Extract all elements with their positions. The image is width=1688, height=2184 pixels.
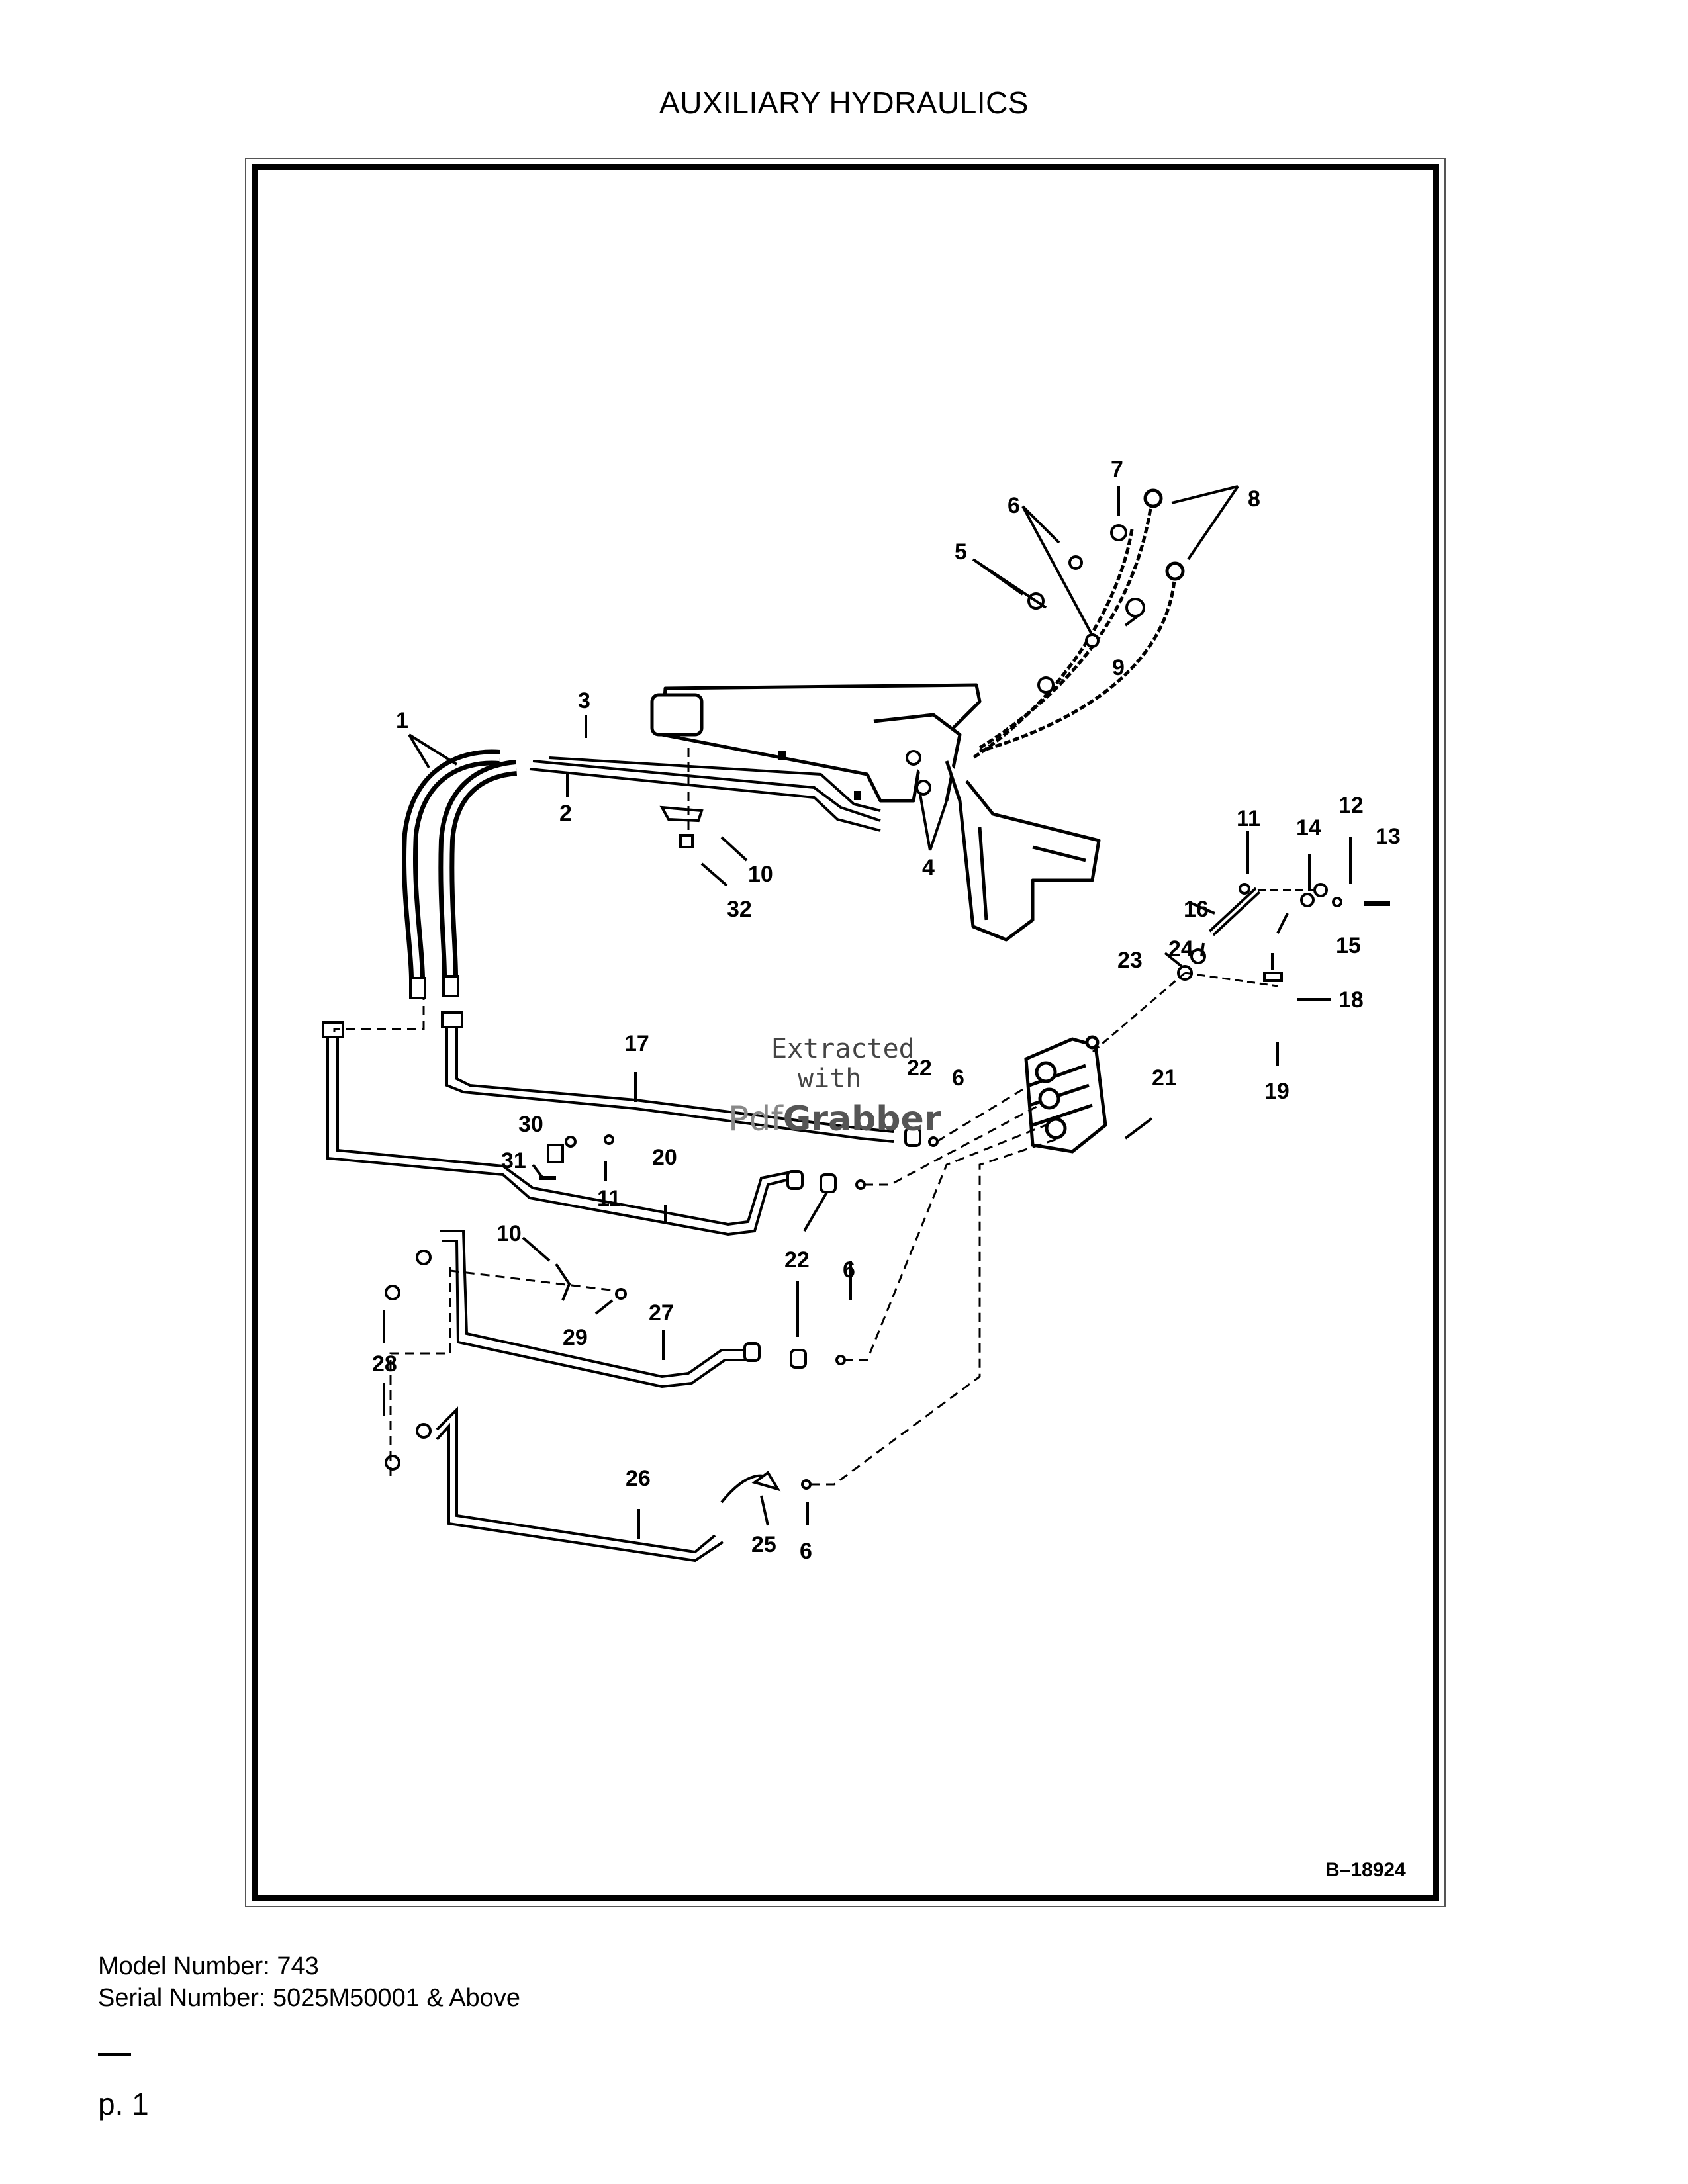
callout-25: 25 <box>751 1532 776 1557</box>
model-number: Model Number: 743 <box>98 1952 319 1980</box>
callout-22b: 22 <box>784 1248 810 1273</box>
callout-24: 24 <box>1168 936 1194 962</box>
callout-10b: 10 <box>496 1221 522 1246</box>
callout-7: 7 <box>1111 457 1123 482</box>
exploded-parts-diagram: 1 2 3 4 5 6 7 8 9 10 32 11 14 12 13 16 1… <box>322 457 1406 1881</box>
diagram-frame <box>252 164 1439 1901</box>
callout-1: 1 <box>396 708 408 733</box>
callout-16: 16 <box>1184 897 1209 922</box>
callout-12: 12 <box>1338 793 1364 818</box>
callout-2: 2 <box>559 801 572 826</box>
callout-13: 13 <box>1376 824 1401 849</box>
callout-30: 30 <box>518 1112 543 1137</box>
svg-text:PdfGrabber: PdfGrabber <box>728 1099 941 1139</box>
callout-5: 5 <box>955 539 967 565</box>
callout-4: 4 <box>922 855 935 880</box>
callout-6: 6 <box>1008 493 1020 518</box>
callout-27: 27 <box>649 1300 674 1326</box>
diagram-reference: B–18924 <box>1325 1859 1406 1881</box>
diagram-frame-outer <box>245 158 1446 1907</box>
callout-8: 8 <box>1248 486 1260 512</box>
page-divider <box>98 2053 131 2056</box>
callout-6a: 6 <box>952 1066 964 1091</box>
callout-6b: 6 <box>843 1257 855 1283</box>
callout-labels: 1 2 3 4 5 6 7 8 9 10 32 11 14 12 13 16 1… <box>372 457 1401 1564</box>
callout-28: 28 <box>372 1351 397 1377</box>
callout-15: 15 <box>1336 933 1361 958</box>
callout-11b: 11 <box>597 1186 621 1211</box>
callout-32: 32 <box>727 897 752 922</box>
callout-18: 18 <box>1338 987 1364 1013</box>
callout-29: 29 <box>563 1325 588 1350</box>
hose-assembly-1 <box>401 749 518 999</box>
callout-22a: 22 <box>907 1056 932 1081</box>
callout-19: 19 <box>1264 1079 1289 1104</box>
control-valve <box>1024 1035 1107 1154</box>
serial-number: Serial Number: 5025M50001 & Above <box>98 1984 520 2012</box>
svg-text:with: with <box>798 1064 861 1094</box>
hose-assembly-8 <box>972 499 1177 760</box>
callout-17: 17 <box>624 1031 649 1056</box>
callout-14: 14 <box>1296 815 1321 841</box>
svg-text:Extracted: Extracted <box>771 1034 915 1064</box>
callout-20: 20 <box>652 1145 677 1170</box>
callout-23: 23 <box>1117 948 1143 973</box>
callout-21: 21 <box>1152 1066 1177 1091</box>
callout-31: 31 <box>501 1148 526 1173</box>
callout-26: 26 <box>626 1466 651 1491</box>
page-title: AUXILIARY HYDRAULICS <box>659 85 1029 120</box>
page-number: p. 1 <box>98 2087 149 2121</box>
callout-3: 3 <box>578 688 590 713</box>
callout-11: 11 <box>1237 806 1260 831</box>
pdfgrabber-watermark: Extracted with PdfGrabber <box>728 1034 941 1139</box>
tube-pair <box>529 756 881 832</box>
callout-6c: 6 <box>800 1539 812 1564</box>
callout-10: 10 <box>748 862 773 887</box>
callout-9: 9 <box>1112 655 1125 680</box>
boom-bracket <box>650 683 1101 942</box>
